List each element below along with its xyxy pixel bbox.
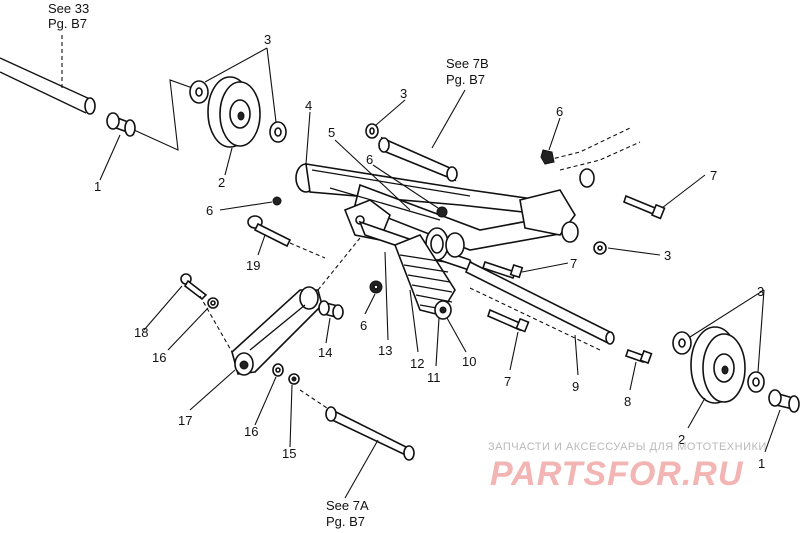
- reference-see-33: See 33 Pg. B7: [48, 1, 89, 31]
- idler-wheel-upper: [189, 76, 287, 148]
- svg-text:See 33: See 33: [48, 1, 89, 16]
- bolt-part-7-center: [481, 260, 524, 280]
- svg-text:Pg. B7: Pg. B7: [446, 72, 485, 87]
- reference-see-7a: See 7A Pg. B7: [326, 498, 369, 529]
- watermark: ЗАПЧАСТИ И АКСЕССУАРЫ ДЛЯ МОТОТЕХНИКИ PA…: [488, 441, 767, 493]
- callout-12: 12: [410, 356, 424, 371]
- callout-3: 3: [400, 86, 407, 101]
- callout-6: 6: [366, 152, 373, 167]
- bolt-part-8: [624, 348, 653, 365]
- nut-part-15: [288, 373, 300, 385]
- callout-6: 6: [206, 203, 213, 218]
- bolt-part-7-lower: [487, 308, 530, 333]
- bushing-part-1-right: [768, 389, 800, 413]
- nut-part-6-center: [436, 206, 448, 218]
- callout-7: 7: [710, 168, 717, 183]
- callout-2: 2: [218, 175, 225, 190]
- callout-18: 18: [134, 325, 148, 340]
- svg-text:See 7A: See 7A: [326, 498, 369, 513]
- callout-9: 9: [572, 379, 579, 394]
- pivot-block-right: [519, 127, 666, 255]
- nut-part-6-upper: [272, 196, 282, 206]
- callout-2: 2: [678, 432, 685, 447]
- callout-14: 14: [318, 345, 332, 360]
- bushing-part-14: [318, 300, 344, 320]
- bolt-part-18: [180, 273, 208, 301]
- callout-16: 16: [244, 424, 258, 439]
- svg-text:Pg. B7: Pg. B7: [48, 16, 87, 31]
- bolt-part-19: [247, 215, 326, 259]
- shock-spring: [393, 234, 456, 320]
- leader-lines: [99, 47, 781, 499]
- callout-10: 10: [462, 354, 476, 369]
- callout-3: 3: [757, 284, 764, 299]
- callout-5: 5: [328, 125, 335, 140]
- callout-3: 3: [264, 32, 271, 47]
- rear-shaft-part-9: [464, 260, 615, 351]
- callout-19: 19: [246, 258, 260, 273]
- watermark-tagline: ЗАПЧАСТИ И АКСЕССУАРЫ ДЛЯ МОТОТЕХНИКИ: [488, 441, 767, 453]
- svg-text:Pg. B7: Pg. B7: [326, 514, 365, 529]
- callout-7: 7: [504, 374, 511, 389]
- nut-part-6-left: [369, 280, 383, 294]
- callout-labels: 1 2 3 4 3 5 6 6 19 6 7 3 7 6 13 12 10 11…: [94, 32, 765, 471]
- callout-1: 1: [758, 456, 765, 471]
- callout-11: 11: [427, 370, 441, 385]
- callout-7: 7: [570, 256, 577, 271]
- callout-4: 4: [305, 98, 312, 113]
- sleeve-upper: [365, 89, 466, 182]
- callout-6: 6: [556, 104, 563, 119]
- callout-16: 16: [152, 350, 166, 365]
- watermark-brand: PARTSFOR.RU: [490, 455, 744, 493]
- idler-wheel-lower: [672, 326, 765, 404]
- washer-part-16-upper: [207, 297, 219, 309]
- reference-see-7b: See 7B Pg. B7: [446, 56, 489, 87]
- callout-8: 8: [624, 394, 631, 409]
- svg-text:See 7B: See 7B: [446, 56, 489, 71]
- callout-17: 17: [178, 413, 192, 428]
- bushing-part-1-left: [106, 112, 136, 137]
- upper-left-shaft: [0, 35, 96, 115]
- callout-3: 3: [664, 248, 671, 263]
- callout-13: 13: [378, 343, 392, 358]
- link-arm-part-17: [231, 286, 323, 376]
- callout-6: 6: [360, 318, 367, 333]
- washer-part-16-lower: [272, 363, 284, 377]
- sleeve-lower: [299, 389, 415, 461]
- callout-15: 15: [282, 446, 296, 461]
- bolt-part-7-upper: [623, 194, 666, 220]
- callout-1: 1: [94, 179, 101, 194]
